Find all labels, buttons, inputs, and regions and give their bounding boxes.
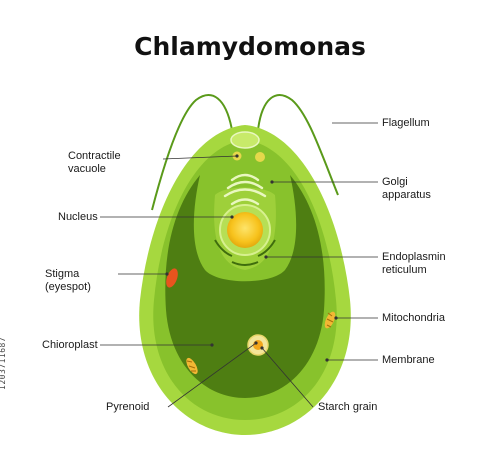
contractile-vacuole-2 (255, 152, 265, 162)
chloroplast-inner (165, 175, 325, 398)
golgi-arc-2 (226, 180, 264, 190)
label-cv-line2: vacuole (68, 163, 106, 175)
flagellum-right (257, 94, 339, 196)
label-er: Endoplasmin reticulum (382, 251, 446, 277)
golgi-arc-4 (230, 198, 260, 206)
label-mitochondria: Mitochondria (382, 312, 445, 324)
side-id-text: 1203711687 (0, 336, 7, 390)
leader-lines (100, 122, 378, 408)
label-starch-grain: Starch grain (318, 401, 378, 413)
label-pyrenoid: Pyrenoid (106, 401, 150, 413)
label-chloroplast: Chioroplast (42, 339, 98, 351)
golgi-arc-1 (230, 173, 260, 182)
label-flagellum: Flagellum (382, 117, 430, 129)
label-membrane: Membrane (382, 354, 435, 366)
label-stigma-line1: Stigma (45, 268, 80, 280)
label-contractile-vacuole: Contractile vacuole (68, 150, 121, 176)
basal-body (230, 131, 260, 149)
mitochondrion-2 (186, 357, 198, 375)
stigma (166, 268, 178, 288)
label-golgi: Golgi apparatus (382, 176, 431, 202)
diagram-title: Chlamydomonas (134, 32, 366, 61)
mitochondrion-1 (324, 311, 336, 329)
leader-dots (165, 154, 338, 362)
label-golgi-line1: Golgi (382, 176, 408, 188)
label-golgi-line2: apparatus (382, 189, 431, 201)
er-bottom (231, 261, 259, 266)
golgi-arc-3 (223, 188, 267, 198)
label-er-line1: Endoplasmin (382, 251, 446, 263)
label-nucleus: Nucleus (58, 211, 98, 223)
label-er-line2: reticulum (382, 264, 427, 276)
flagellum-left (151, 94, 233, 211)
label-stigma-line2: (eyespot) (45, 281, 91, 293)
label-cv-line1: Contractile (68, 150, 121, 162)
er-right (257, 239, 276, 257)
label-stigma: Stigma (eyespot) (45, 268, 91, 294)
nucleus (227, 212, 263, 248)
er-left (214, 239, 233, 257)
